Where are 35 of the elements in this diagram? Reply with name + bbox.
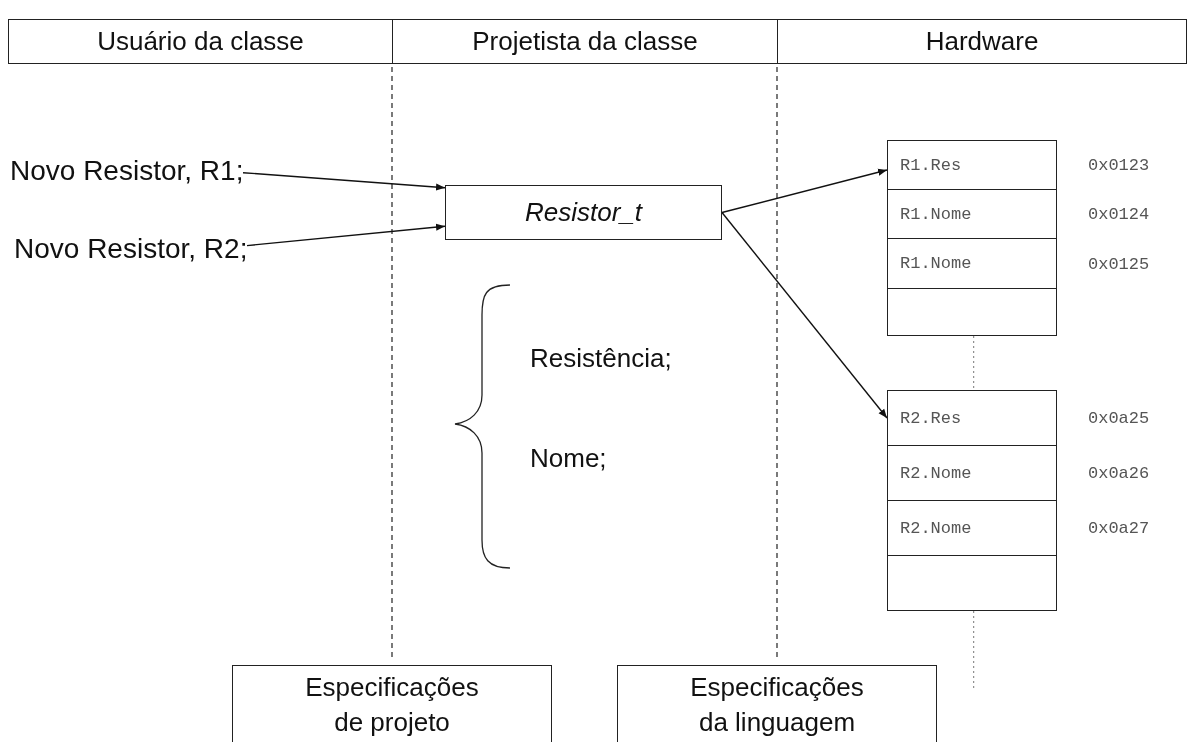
field-name: R1.Nome	[899, 204, 972, 224]
memory-address: 0x0124	[1088, 204, 1150, 224]
field-label: Nome;	[530, 443, 607, 474]
type-name: Resistor_t	[524, 197, 642, 228]
field-name: R2.Res	[899, 408, 962, 428]
lane-header	[392, 19, 778, 64]
lane-title: Projetista da classe	[472, 26, 698, 57]
lane-title: Usuário da classe	[97, 26, 304, 57]
spec-box	[232, 665, 552, 742]
dotted-line	[973, 335, 975, 391]
memory-address: 0x0a25	[1088, 408, 1150, 428]
memory-address: 0x0a26	[1088, 463, 1150, 483]
lane-title: Hardware	[925, 26, 1039, 57]
memory-address: 0x0a27	[1088, 518, 1150, 538]
field-name: R1.Nome	[899, 254, 972, 273]
field-name: R1.Res	[899, 155, 962, 175]
memory-address: 0x0125	[1088, 254, 1150, 273]
lane-header	[8, 19, 393, 64]
spec-label: Especificações de projeto	[304, 670, 480, 739]
code-statement: Novo Resistor, R1;	[10, 155, 244, 187]
spec-label: Especificações da linguagem	[689, 670, 865, 739]
field-name: R2.Nome	[899, 463, 972, 483]
arrow	[721, 168, 888, 214]
field-name: R2.Nome	[899, 518, 972, 538]
code-statement: Novo Resistor, R2;	[14, 233, 248, 265]
arrow	[246, 223, 446, 247]
type-box	[445, 185, 722, 240]
memory-address: 0x0123	[1088, 155, 1150, 175]
spec-box	[617, 665, 937, 742]
arrow	[242, 172, 446, 191]
field-label: Resistência;	[530, 343, 672, 374]
lane-header	[777, 19, 1187, 64]
memory-cell	[887, 555, 1057, 611]
memory-cell	[887, 288, 1057, 336]
arrow	[721, 211, 888, 419]
